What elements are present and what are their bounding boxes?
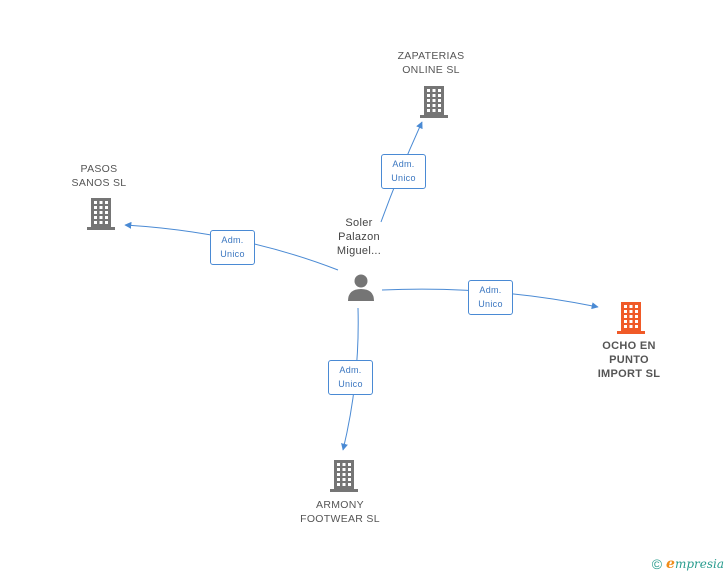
person-name[interactable]: Soler Palazon Miguel... xyxy=(336,217,382,257)
building-icon[interactable] xyxy=(86,196,116,230)
company-label-armony[interactable]: ARMONY FOOTWEAR SL xyxy=(300,499,380,525)
relation-label-zapaterias: Adm. Unico xyxy=(381,154,426,189)
relation-label-armony: Adm. Unico xyxy=(328,360,373,395)
company-label-ocho[interactable]: OCHO EN PUNTO IMPORT SL xyxy=(597,340,661,380)
company-label-pasos[interactable]: PASOS SANOS SL xyxy=(71,163,127,189)
building-icon[interactable] xyxy=(616,300,646,334)
person-icon[interactable] xyxy=(346,272,376,302)
building-icon[interactable] xyxy=(419,84,449,118)
building-icon[interactable] xyxy=(329,458,359,492)
footer-brand[interactable]: ©empresia xyxy=(652,556,724,572)
brand-logo: empresia xyxy=(666,556,724,572)
relation-label-pasos: Adm. Unico xyxy=(210,230,255,265)
copyright-icon: © xyxy=(651,556,663,572)
company-label-zapaterias[interactable]: ZAPATERIAS ONLINE SL xyxy=(397,50,465,76)
relation-label-ocho: Adm. Unico xyxy=(468,280,513,315)
